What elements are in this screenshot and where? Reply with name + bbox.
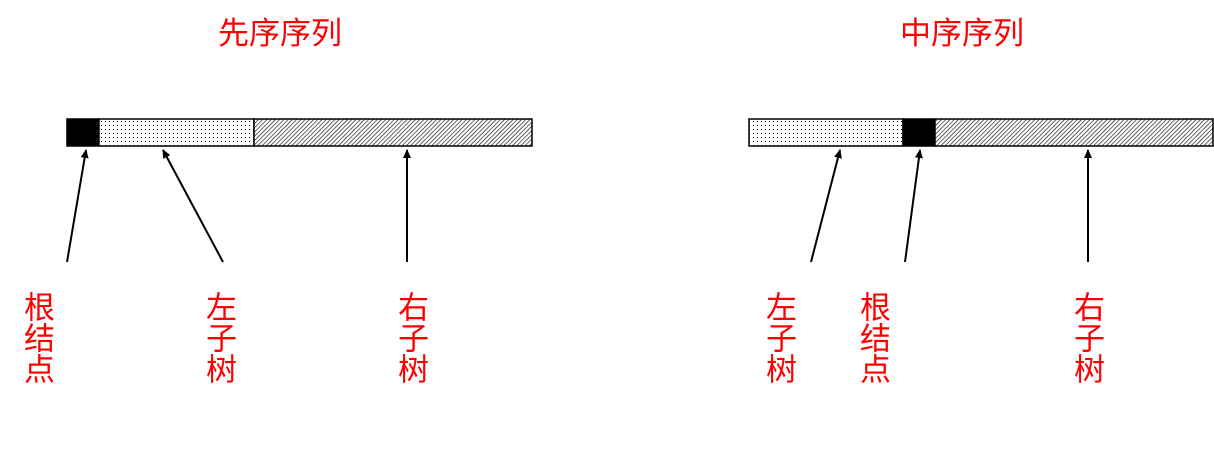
inorder-left-subtree-arrow <box>810 149 842 263</box>
inorder-right-subtree-segment <box>934 118 1214 147</box>
preorder-root-segment <box>66 118 100 147</box>
preorder-right-subtree-segment <box>253 118 533 147</box>
preorder-bar <box>66 118 533 147</box>
inorder-title: 中序序列 <box>900 16 1024 52</box>
inorder-bar <box>748 118 1214 147</box>
preorder-root-arrow <box>66 149 89 263</box>
inorder-left-subtree-segment <box>748 118 904 147</box>
inorder-root-label: 根结点 <box>854 290 890 384</box>
preorder-left-subtree-segment <box>98 118 255 147</box>
preorder-left-subtree-arrow <box>162 149 224 263</box>
inorder-left-subtree-label: 左子树 <box>760 290 796 384</box>
preorder-root-label: 根结点 <box>18 290 54 384</box>
preorder-title: 先序序列 <box>218 16 342 52</box>
inorder-root-segment <box>902 118 936 147</box>
preorder-right-subtree-label: 右子树 <box>392 290 428 384</box>
preorder-left-subtree-label: 左子树 <box>200 290 236 384</box>
inorder-root-arrow <box>904 149 923 263</box>
inorder-right-subtree-label: 右子树 <box>1068 290 1104 384</box>
